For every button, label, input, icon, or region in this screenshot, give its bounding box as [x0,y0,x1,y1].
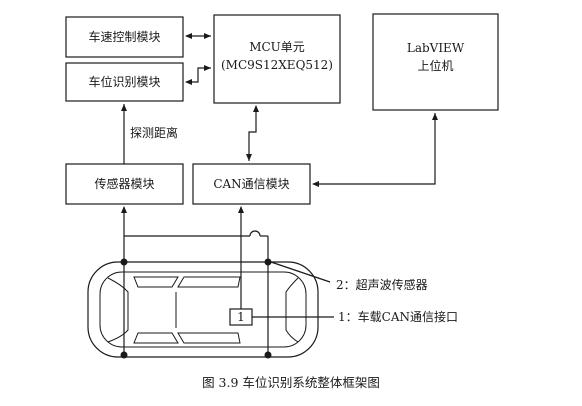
line-bus-jump [249,230,261,237]
sensor-dot-rear-top [264,258,272,266]
mcu-label-line2: (MC9S12XEQ512) [221,58,333,72]
sensor-dot-rear-bottom [264,351,272,359]
labview-block: LabVIEW 上位机 [372,13,499,111]
can-module-block: CAN通信模块 [192,163,311,205]
arrow-can-labview [312,113,438,187]
labview-label-line1: LabVIEW [407,41,465,55]
arrow-mcu-can [246,105,259,161]
sensor-module-block: 传感器模块 [65,163,184,205]
position-recognition-label: 车位识别模块 [88,74,160,89]
speed-control-label: 车速控制模块 [88,29,160,44]
mcu-label-line1: MCU单元 [249,40,305,54]
detect-distance-label: 探测距离 [130,125,178,140]
can-module-label: CAN通信模块 [213,177,289,191]
mcu-block: MCU单元 (MC9S12XEQ512) [213,14,341,104]
labview-label-line2: 上位机 [417,58,453,73]
position-recognition-block: 车位识别模块 [65,62,184,102]
can-interface-box-label: 1 [237,310,245,324]
can-interface-box: 1 [229,308,253,326]
sensor-module-label: 传感器模块 [94,176,154,191]
callout-can-interface: 1：车载CAN通信接口 [338,309,458,324]
callout-ultrasonic-sensor: 2：超声波传感器 [336,277,428,292]
figure-caption: 图 3.9 车位识别系统整体框架图 [202,375,380,390]
speed-control-block: 车速控制模块 [65,16,184,58]
callout-line-ultrasonic [270,261,331,283]
arrow-position-mcu [185,65,211,85]
car-outline [87,261,319,358]
